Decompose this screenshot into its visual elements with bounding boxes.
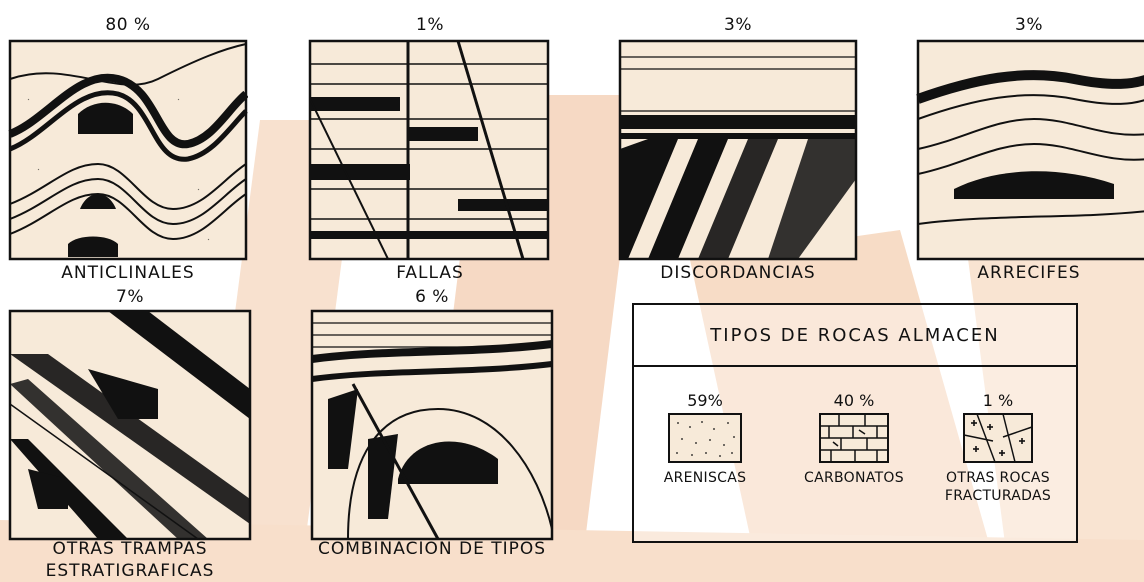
- panel-estratigraficas: 7% OTRAS TRAMPAS ESTRATIGRAFICAS: [8, 287, 252, 582]
- legend-item-fractured: 1 % OTRAS ROCAS FRACTURADAS: [928, 391, 1068, 505]
- legend-label-line-1: OTRAS ROCAS: [946, 470, 1050, 486]
- fractured-rock-icon: [963, 413, 1033, 463]
- legend-percent: 1 %: [982, 391, 1014, 410]
- panel-caption: ARRECIFES: [977, 263, 1081, 283]
- reef-diagram: [916, 39, 1144, 261]
- fault-diagram: [308, 39, 550, 261]
- unconformity-diagram: [618, 39, 858, 261]
- legend-label-line-2: FRACTURADAS: [944, 488, 1052, 504]
- panel-arrecifes: 3% ARRECIFES: [914, 15, 1144, 285]
- panel-discordancias: 3% DISCORDANCIAS: [618, 15, 858, 285]
- legend-item-carbonate: 40 % CARBONATOS: [784, 391, 924, 487]
- combination-trap-diagram: [310, 309, 554, 541]
- panel-caption-line-2: ESTRATIGRAFICAS: [45, 561, 215, 581]
- legend-title: TIPOS DE ROCAS ALMACEN: [710, 325, 1000, 346]
- panel-caption: ANTICLINALES: [61, 263, 195, 283]
- legend-box: TIPOS DE ROCAS ALMACEN 59% ARENISCAS 40 …: [632, 303, 1078, 543]
- carbonate-icon: [819, 413, 889, 463]
- legend-divider: [634, 365, 1076, 367]
- panel-percent: 6 %: [415, 287, 449, 307]
- panel-percent: 7%: [116, 287, 144, 307]
- panel-percent: 3%: [724, 15, 752, 35]
- panel-percent: 80 %: [105, 15, 151, 35]
- stratigraphic-trap-diagram: [8, 309, 252, 541]
- panel-percent: 1%: [416, 15, 444, 35]
- legend-label: CARBONATOS: [804, 470, 904, 486]
- panel-caption: FALLAS: [396, 263, 464, 283]
- anticline-diagram: [8, 39, 248, 261]
- panel-caption: DISCORDANCIAS: [660, 263, 816, 283]
- panel-combinacion: 6 % COMBINACION DE TIPOS: [308, 287, 556, 559]
- panel-caption-line-1: OTRAS TRAMPAS: [52, 539, 208, 559]
- legend-percent: 59%: [687, 391, 723, 410]
- legend-percent: 40 %: [833, 391, 875, 410]
- panel-percent: 3%: [1015, 15, 1043, 35]
- panel-fallas: 1% FALLAS: [308, 15, 552, 285]
- panel-anticlinales: 80 % ANTICLINALES: [8, 15, 248, 285]
- sandstone-icon: [668, 413, 742, 463]
- panel-caption: COMBINACION DE TIPOS: [317, 539, 547, 559]
- legend-label: ARENISCAS: [663, 470, 747, 486]
- legend-item-sandstone: 59% ARENISCAS: [635, 391, 775, 487]
